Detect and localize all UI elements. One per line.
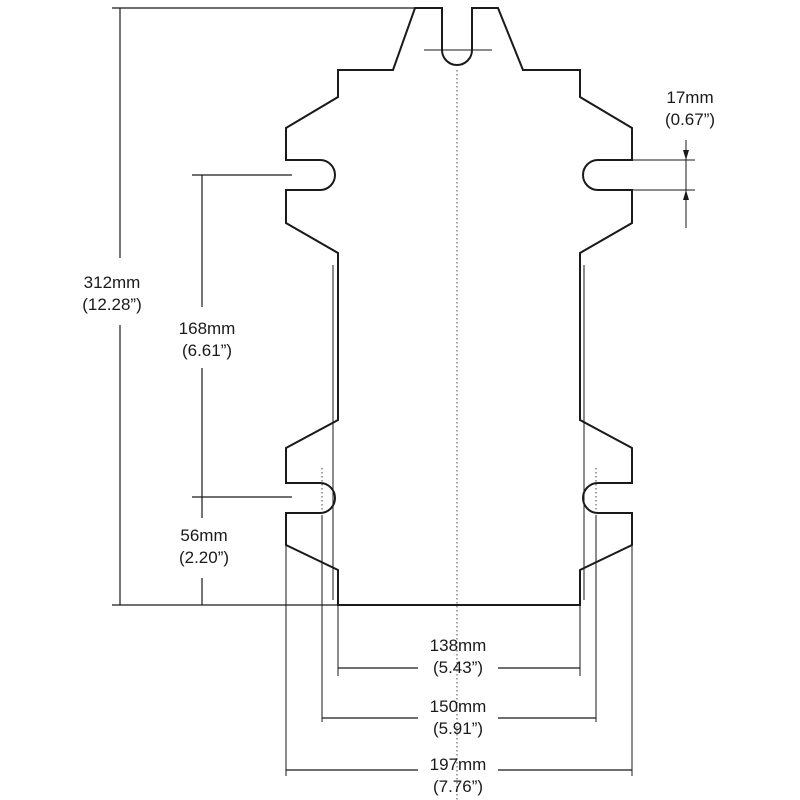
dim-312-mm-label: 312mm [84, 273, 141, 292]
dimension-312mm: 312mm (12.28”) [82, 7, 415, 606]
dim-17-mm-label: 17mm [666, 88, 713, 107]
dim-56-inch-label: (2.20”) [179, 548, 229, 567]
dim-312-inch-label: (12.28”) [82, 295, 142, 314]
dimension-56mm: 56mm (2.20”) [179, 497, 229, 605]
dimension-138mm: 138mm (5.43”) [337, 605, 581, 677]
part-outline [285, 7, 633, 606]
dimension-17mm: 17mm (0.67”) [632, 88, 715, 228]
dim-197-mm-label: 197mm [430, 755, 487, 774]
dim-150-mm-label: 150mm [430, 697, 487, 716]
dimension-150mm: 150mm (5.91”) [321, 468, 597, 738]
dimension-168mm: 168mm (6.61”) [179, 174, 292, 498]
dim-197-inch-label: (7.76”) [433, 777, 483, 796]
dimension-197mm: 197mm (7.76”) [285, 513, 633, 796]
dim-56-mm-label: 56mm [180, 526, 227, 545]
dim-138-inch-label: (5.43”) [433, 658, 483, 677]
dim-150-inch-label: (5.91”) [433, 719, 483, 738]
dim-168-inch-label: (6.61”) [182, 341, 232, 360]
dim-17-inch-label: (0.67”) [665, 110, 715, 129]
dim-168-mm-label: 168mm [179, 319, 236, 338]
dim-138-mm-label: 138mm [430, 636, 487, 655]
